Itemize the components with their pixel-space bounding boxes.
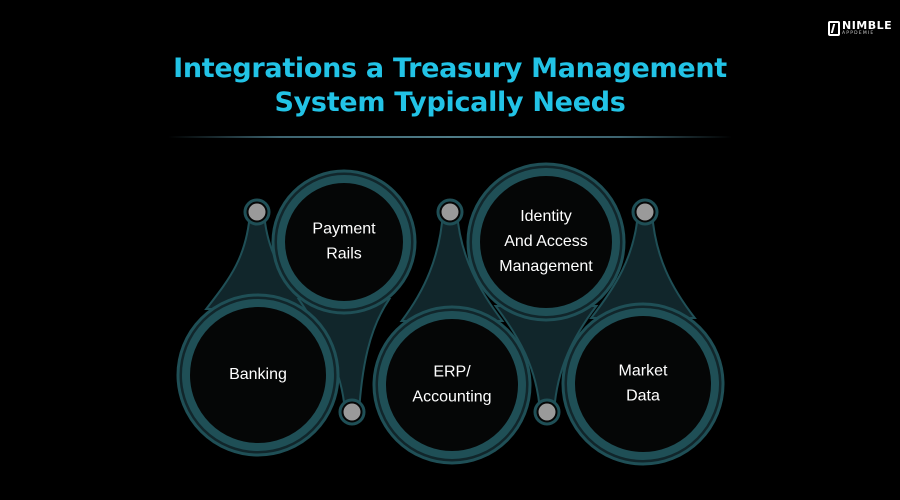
knob-dot <box>343 403 361 421</box>
logo-icon <box>828 20 840 36</box>
title-line-2: System Typically Needs <box>274 87 626 118</box>
node-label-identity-access: Identity <box>520 208 572 225</box>
page-title: Integrations a Treasury Management Syste… <box>0 52 900 120</box>
knob-dot <box>248 203 266 221</box>
integration-nodes: BankingPaymentRailsERP/AccountingIdentit… <box>182 168 719 460</box>
title-divider <box>168 136 732 138</box>
node-label-identity-access: And Access <box>504 233 588 250</box>
node-circle <box>182 299 334 451</box>
brand-tagline: APPDEMIE <box>842 31 875 36</box>
node-circle <box>567 308 719 460</box>
node-label-payment-rails: Rails <box>326 246 362 263</box>
brand-name: NIMBLE <box>842 19 893 32</box>
node-label-market-data: Data <box>626 388 660 405</box>
node-circle <box>277 175 411 309</box>
node-label-identity-access: Management <box>499 258 593 275</box>
node-label-banking: Banking <box>229 366 287 383</box>
node-label-erp-accounting: Accounting <box>412 389 491 406</box>
brand-logo: NIMBLE APPDEMIE <box>828 20 892 37</box>
knob-dot <box>636 203 654 221</box>
title-line-1: Integrations a Treasury Management <box>173 53 727 84</box>
knob-dot <box>441 203 459 221</box>
knob-dot <box>538 403 556 421</box>
node-circle <box>472 168 620 316</box>
node-banking: Banking <box>182 299 334 451</box>
node-label-erp-accounting: ERP/ <box>433 364 471 381</box>
node-label-market-data: Market <box>619 363 668 380</box>
node-erp-accounting: ERP/Accounting <box>378 311 526 459</box>
node-circle <box>378 311 526 459</box>
node-label-payment-rails: Payment <box>312 221 376 238</box>
connector-knobs <box>243 198 659 426</box>
